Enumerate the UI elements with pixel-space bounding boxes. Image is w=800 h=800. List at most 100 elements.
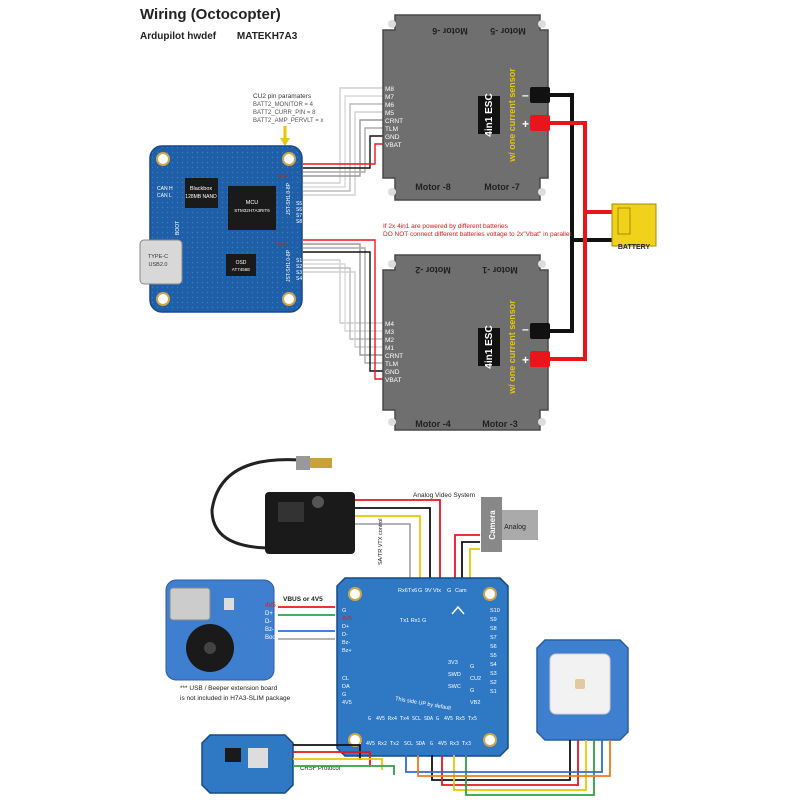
usb-version: USB2.0 xyxy=(149,262,168,268)
mount-hole xyxy=(483,587,497,601)
mount-hole xyxy=(538,418,546,426)
motor-4-label: Motor -4 xyxy=(415,419,451,429)
pad-label: CL xyxy=(342,676,349,682)
pad-label: S3 xyxy=(296,270,302,276)
usb-c-icon xyxy=(139,239,183,285)
fc-top-board xyxy=(149,145,303,313)
pad-label: Rx2 xyxy=(378,741,387,747)
vtx-chip xyxy=(278,502,304,522)
mount-hole xyxy=(388,20,396,28)
param-line-3: BATT2_AMP_PERVLT = x xyxy=(253,118,323,124)
pad-label: G xyxy=(470,688,474,694)
mount-hole xyxy=(282,292,296,306)
flight-controller-top: Blackbox 128MB NAND MCU STM32H7A3RIT6 OS… xyxy=(139,145,303,313)
pad-label: Tx4 xyxy=(400,716,409,722)
esc-lower-sub: w/ one current sensor xyxy=(507,300,517,395)
fc-bottom-edge-pads: G 4V5 Rx2 Tx2 SCL SDA G 4V5 Rx3 Tx3 xyxy=(358,741,471,747)
esc-lower-label-box xyxy=(478,328,500,366)
pad-label: 4V5 xyxy=(366,741,375,747)
usb-pin: Bz- xyxy=(265,627,274,633)
motor-2-label: Motor -2 xyxy=(415,265,451,275)
camera-label: Camera xyxy=(488,510,497,540)
gps-module: M10Q-5883 xyxy=(522,639,629,741)
pad-label: Rx3 xyxy=(450,741,459,747)
vtx-module xyxy=(210,456,355,554)
antenna-icon xyxy=(296,456,310,470)
fc-bottom-left-pads: G 4V5 D+ D- Bz- Bz+ xyxy=(342,608,352,654)
pad-label: Vtx xyxy=(433,588,441,594)
pad-label: 4V5 xyxy=(342,700,352,706)
pad-label: 9V xyxy=(425,588,432,594)
pad-label: SWD xyxy=(448,672,461,678)
esc-upper-body xyxy=(382,14,549,201)
param-title: CU2 pin paramaters xyxy=(253,93,312,100)
battery-plug xyxy=(617,207,631,235)
receiver-board xyxy=(201,734,294,794)
blackbox-chip xyxy=(185,178,218,208)
pad-label: Rx6 xyxy=(398,588,408,594)
pad-label: Tx3 xyxy=(462,741,471,747)
pad-label: S7 xyxy=(296,213,302,219)
mount-hole xyxy=(156,152,170,166)
warning-line-1: If 2x 4in1 are powered by different batt… xyxy=(383,223,509,230)
pad-label: S10 xyxy=(490,608,500,614)
usb-board-wires xyxy=(278,606,335,640)
usb-note-1: *** USB / Beeper extension board xyxy=(180,685,278,692)
pad-label: Rx4 xyxy=(388,716,397,722)
battery-icon xyxy=(611,203,657,247)
fc-bottom-left-pads-2: CL DA G 4V5 xyxy=(342,676,352,706)
pad-label: 3V3 xyxy=(448,660,458,666)
mcu-chip xyxy=(228,186,276,230)
pad-label: D- xyxy=(342,632,348,638)
pad-label: Rx5 xyxy=(456,716,465,722)
esc-lower-neg-pad xyxy=(530,323,550,339)
upper-esc-signal-wires xyxy=(303,87,383,196)
pad-label: S6 xyxy=(490,644,497,650)
lower-esc-signal-wires xyxy=(303,239,383,380)
camera: Camera Analog xyxy=(481,497,538,552)
can-l-label: CAN L xyxy=(157,193,172,199)
mount-hole xyxy=(538,188,546,196)
crsf-receiver xyxy=(201,734,294,794)
usb-label: TYPE-C xyxy=(148,254,168,260)
pad-label: G xyxy=(470,664,474,670)
pad-label: G xyxy=(418,588,422,594)
osd-chip xyxy=(226,254,256,276)
blackbox-label: Blackbox xyxy=(190,186,213,192)
usb-pin: D- xyxy=(265,619,271,625)
beeper-center xyxy=(204,642,216,654)
mount-hole xyxy=(538,260,546,268)
gps-label: M10Q-5883 xyxy=(522,663,533,716)
esc-pin: M3 xyxy=(385,329,394,336)
pad-label: Bz+ xyxy=(342,648,352,654)
osd-label: OSD xyxy=(236,260,247,266)
esc-lower-plus: + xyxy=(522,353,529,367)
warning-line-2: DO NOT connect different batteries volta… xyxy=(383,231,573,238)
pad-label: S5 xyxy=(296,201,302,207)
pad-label: SWC xyxy=(448,684,461,690)
esc-upper-pos-pad xyxy=(530,115,550,131)
esc-pin: M1 xyxy=(385,345,394,352)
direction-arrow-icon xyxy=(451,605,465,615)
pad-label: Tx2 xyxy=(390,741,399,747)
pad-label: S2 xyxy=(296,264,302,270)
pad-label: G xyxy=(436,716,439,722)
mount-hole xyxy=(388,260,396,268)
video-system-label: Analog Video System xyxy=(413,492,475,499)
usb-pin: D+ xyxy=(265,611,273,617)
esc-pin: CRNT xyxy=(385,118,403,125)
smartaudio-label: SA/TR VTX control xyxy=(378,519,384,565)
pad-label: G xyxy=(342,608,346,614)
pad-label: S3 xyxy=(490,671,497,677)
param-arrow-head xyxy=(280,138,290,146)
fc-top-pads-2: S1 S2 S3 S4 xyxy=(296,258,302,282)
motor-6-label: Motor -6 xyxy=(432,26,468,36)
pad-label: Tx6 xyxy=(408,588,417,594)
esc-pin: TLM xyxy=(385,361,398,368)
esc-pin: CRNT xyxy=(385,353,403,360)
battery-connector: BATTERY xyxy=(611,203,657,251)
esc-upper-minus: – xyxy=(522,88,529,102)
pad-label: S4 xyxy=(296,276,302,282)
pad-label: VB2 xyxy=(470,700,480,706)
esc-pin: M2 xyxy=(385,337,394,344)
